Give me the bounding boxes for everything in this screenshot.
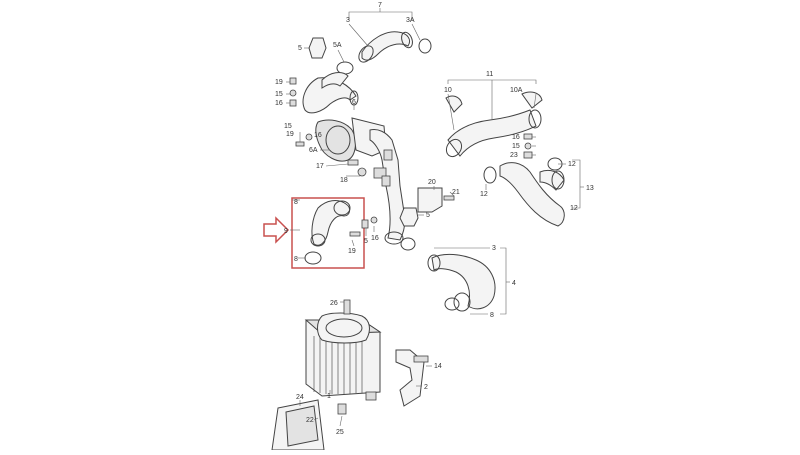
label-1: 1: [327, 393, 331, 400]
label-15: 15: [275, 91, 283, 98]
highlight-arrow: [263, 216, 290, 244]
label-5: 5: [298, 45, 302, 52]
gasket-5-top: [308, 37, 327, 59]
label-23: 23: [510, 152, 518, 159]
bolts-left: [289, 77, 393, 187]
label-26: 26: [330, 300, 338, 307]
label-5-c: 5: [364, 238, 368, 245]
hose-10: [445, 91, 543, 158]
label-16: 16: [275, 100, 283, 107]
label-17: 17: [316, 163, 324, 170]
label-20: 20: [428, 179, 436, 186]
label-16-b: 16: [314, 132, 322, 139]
label-13: 13: [586, 185, 594, 192]
hose-13: [483, 162, 565, 227]
highlight-box: [291, 197, 365, 269]
label-15-b: 15: [284, 123, 292, 130]
label-16-c: 16: [512, 134, 520, 141]
air-duct-22: [285, 405, 319, 447]
intercooler-1: [304, 299, 382, 415]
label-5-mid: 5: [426, 212, 430, 219]
bolt-19: [349, 231, 361, 237]
label-7: 7: [378, 2, 382, 9]
label-3-mid: 3: [492, 245, 496, 252]
label-6: 6: [352, 99, 356, 106]
label-10A: 10A: [510, 87, 523, 94]
label-5A: 5A: [333, 42, 342, 49]
nut-16: [370, 216, 378, 224]
label-3A: 3A: [406, 17, 415, 24]
label-12-b: 12: [480, 191, 488, 198]
hose-4: [427, 253, 496, 312]
label-16-d: 16: [371, 235, 379, 242]
label-11: 11: [486, 71, 493, 78]
gasket-5-mid: [399, 207, 419, 227]
label-12-c: 12: [570, 205, 578, 212]
label-14: 14: [434, 363, 442, 370]
label-24: 24: [296, 394, 304, 401]
label-6A: 6A: [309, 147, 318, 154]
bracket-2: [395, 349, 429, 407]
label-25: 25: [336, 429, 344, 436]
label-4: 4: [512, 280, 516, 287]
label-19-c: 19: [348, 248, 356, 255]
label-19-b: 19: [286, 131, 294, 138]
bolts-right: [523, 133, 563, 171]
label-8-top: 8: [294, 199, 298, 206]
bolt-5: [361, 219, 369, 229]
part-labels: 7 3 3A 5 5A 19 15 16 6 15 19 16 6A 17 18…: [275, 2, 594, 436]
label-22: 22: [306, 417, 314, 424]
intercooler-fins: [313, 336, 363, 394]
bracket-20: [417, 187, 443, 213]
label-12: 12: [568, 161, 576, 168]
label-15-c: 15: [512, 143, 520, 150]
label-21: 21: [452, 189, 460, 196]
label-8-bottom: 8: [294, 256, 298, 263]
label-9: 9: [284, 228, 288, 235]
leader-lines: [286, 8, 584, 427]
hose-7: [336, 31, 432, 75]
label-2: 2: [424, 384, 428, 391]
label-19: 19: [275, 79, 283, 86]
label-10: 10: [444, 87, 452, 94]
bolt-21: [443, 195, 455, 201]
label-18: 18: [340, 177, 348, 184]
label-8-right: 8: [490, 312, 494, 319]
label-3: 3: [346, 17, 350, 24]
hose-9-highlighted: [263, 197, 365, 269]
